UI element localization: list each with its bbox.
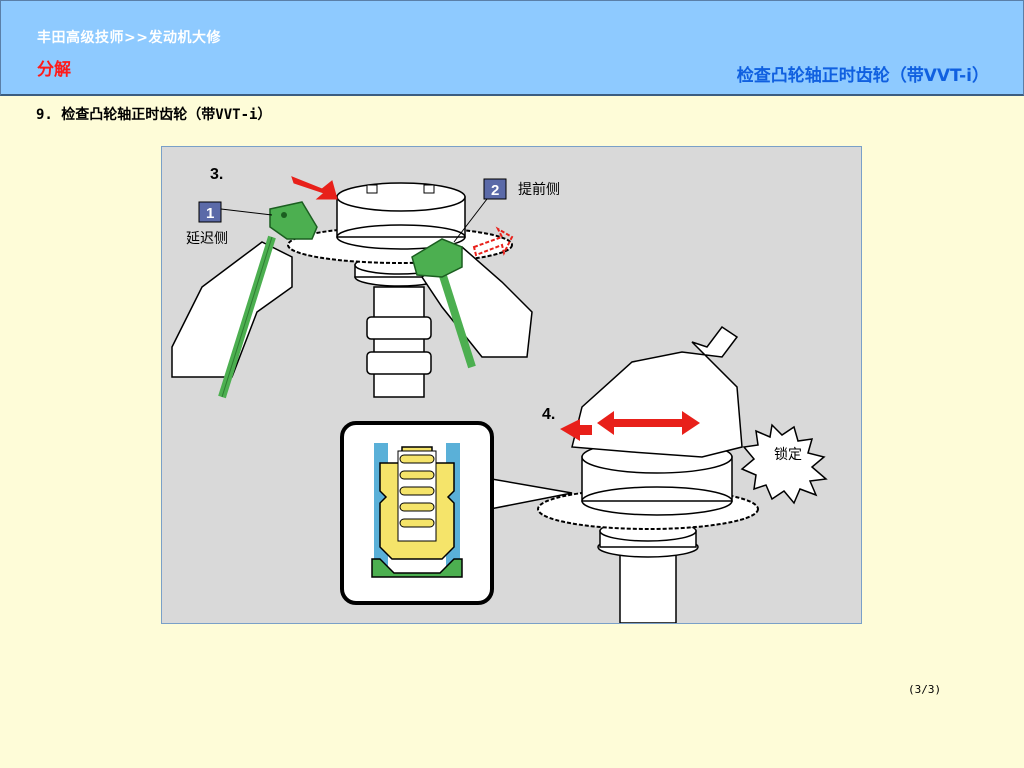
step-4-label: 4. <box>542 406 555 423</box>
label-retard-side: 延迟侧 <box>186 231 228 247</box>
dashed-arrow-advance <box>472 226 514 257</box>
left-hand-with-tool <box>171 201 318 399</box>
illustration-figure: 3. 1 延迟侧 2 提前侧 4. 锁定 <box>161 146 862 624</box>
lock-starburst <box>740 423 828 505</box>
step-title: 9. 检查凸轮轴正时齿轮（带VVT-i） <box>36 107 272 123</box>
callout-box-1-number: 1 <box>206 205 214 222</box>
step-3-label: 3. <box>210 166 223 183</box>
callout-box-2 <box>483 178 507 200</box>
lower-camshaft <box>537 440 759 623</box>
header-bar: 丰田高级技师>>发动机大修 分解 检查凸轮轴正时齿轮（带VVT-i） <box>0 0 1024 96</box>
label-lock: 锁定 <box>774 447 802 463</box>
lock-pin-detail-inset <box>340 421 494 605</box>
callout-box-2-number: 2 <box>491 182 499 199</box>
section-label: 分解 <box>37 60 71 80</box>
red-arrow-left <box>560 419 592 441</box>
page-title: 检查凸轮轴正时齿轮（带VVT-i） <box>736 66 989 86</box>
page-number: (3/3) <box>908 683 942 696</box>
right-hand-with-tool <box>411 238 533 369</box>
breadcrumb: 丰田高级技师>>发动机大修 <box>37 30 221 46</box>
callout-box-1 <box>198 201 222 223</box>
red-double-arrow <box>597 411 700 435</box>
camshaft-timing-gear-illustration: 3. 1 延迟侧 2 提前侧 4. 锁定 <box>171 166 828 623</box>
label-advance-side: 提前侧 <box>518 181 560 198</box>
red-arrow-retard <box>291 176 338 200</box>
hand-on-gear <box>571 325 743 458</box>
